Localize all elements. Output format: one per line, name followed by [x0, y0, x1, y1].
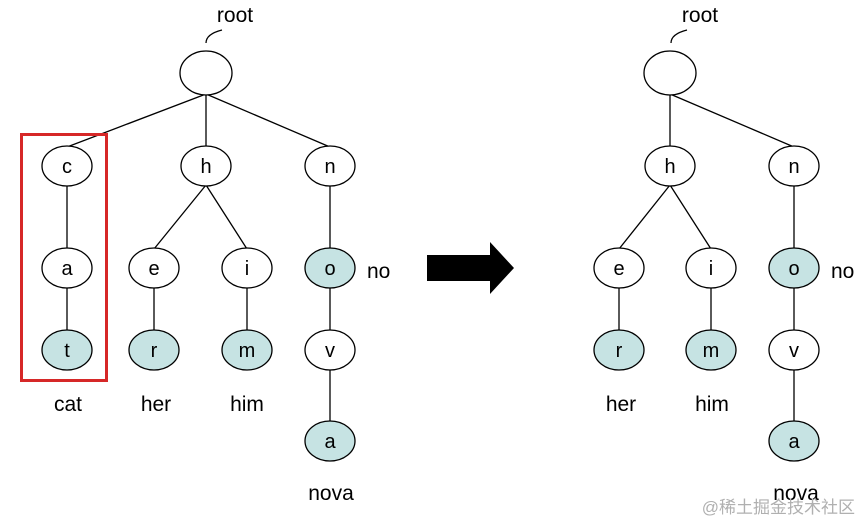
left-node-t: t — [41, 329, 93, 371]
node-char: m — [703, 340, 720, 362]
node-circle — [304, 247, 356, 289]
node-circle — [128, 329, 180, 371]
labels-layer: cat her him no nova her him no nova — [54, 260, 854, 505]
node-char: n — [324, 156, 335, 178]
node-char: a — [788, 431, 800, 453]
transform-arrow-icon — [427, 242, 514, 294]
right-node-root — [643, 50, 697, 96]
right-edge — [669, 93, 795, 148]
left-word-label-her: her — [141, 393, 171, 416]
cat-branch-highlight-box — [20, 133, 108, 382]
right-word-label-her: her — [606, 393, 636, 416]
node-circle — [768, 420, 820, 462]
node-char: v — [789, 340, 799, 362]
node-circle — [304, 329, 356, 371]
node-circle — [41, 329, 93, 371]
left-node-m: m — [221, 329, 273, 371]
left-word-label-him: him — [230, 393, 264, 416]
node-char: c — [62, 156, 72, 178]
node-circle — [593, 247, 645, 289]
left-node-c: c — [41, 145, 93, 187]
node-char: n — [788, 156, 799, 178]
left-edge — [205, 93, 331, 148]
root-callout-right — [670, 29, 688, 44]
left-word-label-no: no — [367, 260, 390, 283]
node-circle — [180, 145, 232, 187]
edges-layer — [66, 93, 795, 422]
left-edge — [66, 93, 207, 148]
right-word-label-no: no — [831, 260, 854, 283]
node-char: a — [61, 258, 73, 280]
right-node-m: m — [685, 329, 737, 371]
node-circle — [768, 247, 820, 289]
left-node-e: e — [128, 247, 180, 289]
node-char: a — [324, 431, 336, 453]
left-node-root — [179, 50, 233, 96]
node-circle — [768, 145, 820, 187]
right-node-n: n — [768, 145, 820, 187]
node-char: o — [788, 258, 799, 280]
left-node-i: i — [221, 247, 273, 289]
left-edge — [205, 184, 248, 250]
left-node-r: r — [128, 329, 180, 371]
left-node-h: h — [180, 145, 232, 187]
right-edge — [669, 184, 712, 250]
right-node-o: o — [768, 247, 820, 289]
right-word-label-nova: nova — [773, 482, 819, 505]
node-char: r — [616, 340, 623, 362]
node-circle — [644, 145, 696, 187]
node-char: i — [709, 258, 713, 280]
root-callout-left — [205, 29, 223, 44]
right-node-h: h — [644, 145, 696, 187]
right-edge — [618, 184, 671, 250]
right-node-v: v — [768, 329, 820, 371]
left-node-v: v — [304, 329, 356, 371]
root-label-right: root — [682, 4, 718, 27]
right-node-a: a — [768, 420, 820, 462]
node-circle — [304, 145, 356, 187]
left-word-label-cat: cat — [54, 393, 82, 416]
node-circle — [221, 329, 273, 371]
node-char: t — [64, 340, 70, 362]
node-char: i — [245, 258, 249, 280]
node-char: o — [324, 258, 335, 280]
left-edge — [153, 184, 207, 250]
left-word-label-nova: nova — [308, 482, 354, 505]
node-circle — [41, 247, 93, 289]
node-char: e — [613, 258, 624, 280]
node-circle — [304, 420, 356, 462]
node-circle — [128, 247, 180, 289]
root-label-left: root — [217, 4, 253, 27]
left-node-o: o — [304, 247, 356, 289]
node-char: e — [148, 258, 159, 280]
left-node-n: n — [304, 145, 356, 187]
watermark: @稀土掘金技术社区 — [702, 498, 855, 517]
node-char: v — [325, 340, 335, 362]
node-circle — [179, 50, 233, 96]
right-node-e: e — [593, 247, 645, 289]
right-node-i: i — [685, 247, 737, 289]
left-node-a: a — [41, 247, 93, 289]
node-circle — [685, 329, 737, 371]
node-char: h — [664, 156, 675, 178]
node-circle — [685, 247, 737, 289]
right-node-r: r — [593, 329, 645, 371]
node-circle — [593, 329, 645, 371]
left-node-a: a — [304, 420, 356, 462]
right-word-label-him: him — [695, 393, 729, 416]
node-circle — [768, 329, 820, 371]
node-char: r — [151, 340, 158, 362]
node-circle — [221, 247, 273, 289]
node-circle — [643, 50, 697, 96]
node-char: h — [200, 156, 211, 178]
node-circle — [41, 145, 93, 187]
node-char: m — [239, 340, 256, 362]
